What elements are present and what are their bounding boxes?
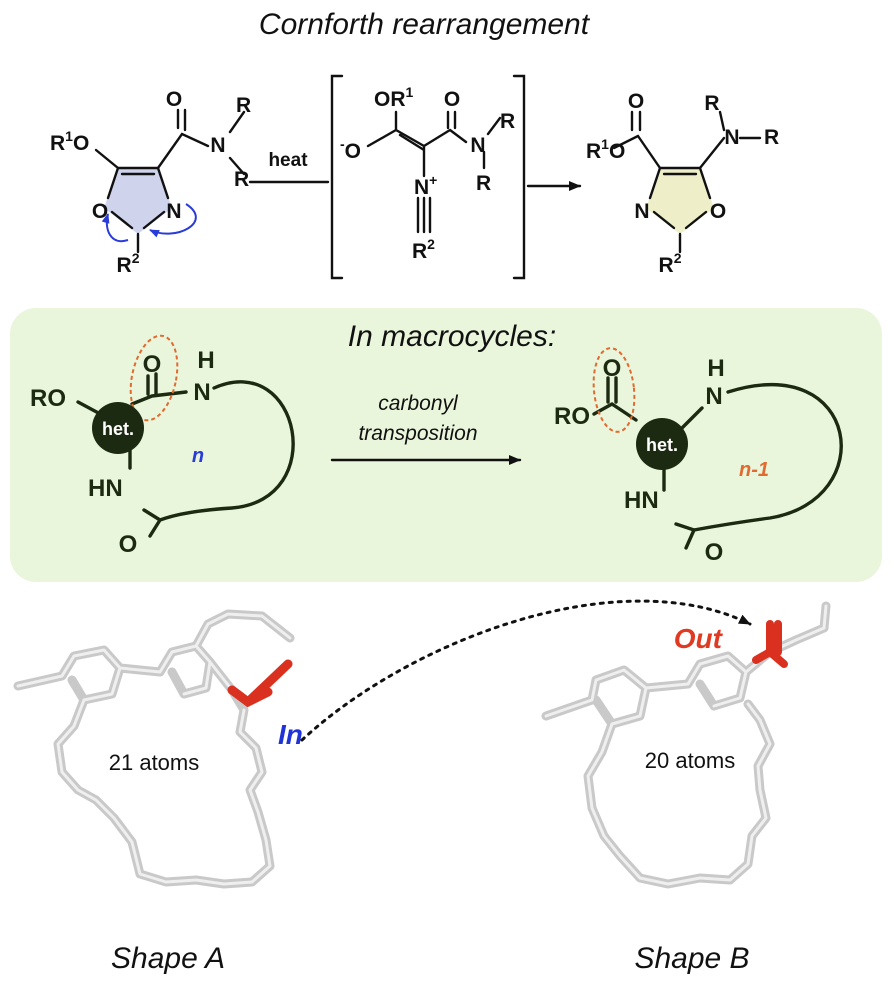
arrow-label-line1: carbonyl (378, 392, 459, 415)
product-r1o: R1O (586, 136, 625, 163)
product-carbonyl-o: O (628, 90, 644, 113)
intermediate-r-bottom: R (476, 172, 491, 195)
product-structure: O R1O N R R N O R2 (586, 90, 779, 277)
het-circle-left (92, 402, 144, 454)
reactant-r-top: R (236, 94, 251, 117)
right-macrocycle: het. O RO H N n-1 HN O (554, 347, 843, 566)
shape-b-caption: Shape B (634, 942, 749, 975)
macrocycle-heading: In macrocycles: (348, 320, 556, 353)
carbonyl-red-right (752, 620, 788, 668)
reactant-amide-n: N (210, 134, 225, 157)
reactant-oxazole-fill (104, 168, 172, 234)
left-h: H (197, 347, 214, 374)
dotted-transform-arrow (300, 599, 752, 742)
reagent-heat: heat (268, 150, 308, 171)
right-bracket (512, 74, 526, 280)
left-n: N (193, 379, 210, 406)
shape-a-in-label: In (278, 719, 303, 750)
product-r-top: R (704, 92, 719, 115)
scheme-title: Cornforth rearrangement (259, 8, 591, 41)
product-r2: R2 (659, 250, 682, 277)
arrow-label-line2: transposition (358, 422, 477, 445)
reactant-structure: R1O O N R R O N R2 (50, 88, 251, 277)
product-amine-n: N (724, 126, 739, 149)
right-carbonyl-o: O (603, 355, 622, 382)
reactant-r1o: R1O (50, 128, 89, 155)
right-n: N (705, 383, 722, 410)
left-carbonyl-o: O (143, 351, 162, 378)
shape-a-atom-count: 21 atoms (109, 750, 200, 775)
product-r-right: R (764, 126, 779, 149)
macrocycle-panel (10, 308, 882, 582)
right-ro: RO (554, 403, 590, 430)
right-hn: HN (624, 487, 659, 514)
left-hn: HN (88, 475, 123, 502)
shape-a-caption: Shape A (111, 942, 225, 975)
reactant-r-bottom: R (234, 168, 249, 191)
curly-arrow-icon (101, 213, 129, 243)
carbonyl-highlight-right (592, 347, 636, 433)
curly-arrow-icon (149, 203, 197, 238)
reactant-r2: R2 (117, 250, 140, 277)
intermediate-o-minus: -O (340, 136, 361, 163)
left-macrocycle: het. RO O H N n HN O (30, 334, 295, 558)
carbonyl-red-left (227, 659, 293, 708)
shape-b-out-label: Out (674, 623, 724, 654)
intermediate-structure: OR1 -O O N R R N+ R2 (330, 74, 526, 280)
het-label-right: het. (646, 435, 678, 455)
intermediate-r-top: R (500, 110, 515, 133)
intermediate-n-plus: N+ (414, 172, 437, 199)
shape-b-model: 20 atoms Out Shape B (541, 601, 831, 975)
left-bracket (330, 74, 344, 280)
intermediate-carbonyl-o: O (444, 88, 460, 111)
het-label-left: het. (102, 419, 134, 439)
shape-a-model: 21 atoms In Shape A (13, 609, 303, 975)
het-circle-right (636, 418, 688, 470)
right-h: H (707, 355, 724, 382)
product-ring-n: N (634, 200, 649, 223)
reactant-carbonyl-o: O (166, 88, 182, 111)
right-bottom-o: O (705, 539, 724, 566)
reactant-ring-n: N (166, 200, 181, 223)
left-ring-size: n (192, 445, 204, 467)
carbonyl-highlight-left (129, 334, 179, 422)
right-ring-size: n-1 (739, 459, 769, 481)
left-ro: RO (30, 385, 66, 412)
product-oxazole-fill (646, 168, 714, 234)
left-bottom-o: O (119, 531, 138, 558)
product-ring-o: O (710, 200, 726, 223)
intermediate-amide-n: N (470, 134, 485, 157)
intermediate-r2: R2 (412, 236, 435, 263)
intermediate-or1: OR1 (374, 84, 414, 111)
shape-b-atom-count: 20 atoms (645, 748, 736, 773)
reactant-ring-o: O (92, 200, 108, 223)
